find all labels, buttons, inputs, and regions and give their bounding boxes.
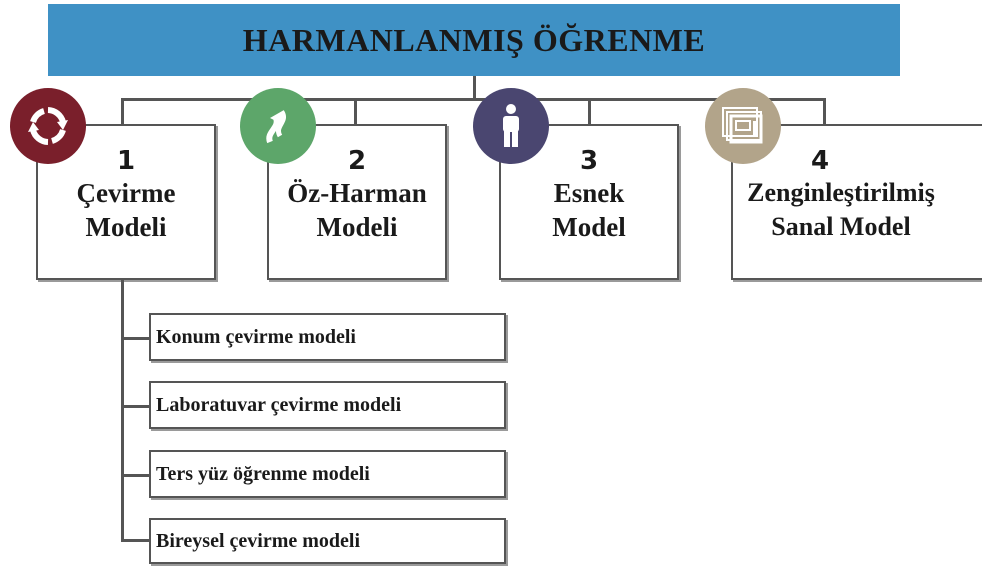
sub-model-box: Bireysel çevirme modeli (149, 518, 506, 564)
tree-trunk-line (121, 280, 124, 541)
model-card-4: 4 Zenginleştirilmiş Sanal Model (731, 124, 982, 280)
stacked-screens-icon (722, 107, 763, 144)
tree-branch-line (121, 539, 149, 542)
connector-line (588, 98, 591, 124)
model-number: 3 (579, 146, 599, 176)
model-1-icon-circle (10, 88, 86, 164)
sub-model-label: Konum çevirme modeli (156, 325, 356, 348)
model-label: Öz-Harman Modeli (287, 178, 427, 242)
connector-line (121, 98, 124, 124)
model-4-icon-circle (705, 88, 781, 164)
curved-arrows-icon (266, 110, 286, 144)
sub-model-box: Laboratuvar çevirme modeli (149, 381, 506, 429)
diagram-title: HARMANLANMIŞ ÖĞRENME (48, 4, 900, 76)
sub-model-box: Konum çevirme modeli (149, 313, 506, 361)
model-label: Esnek Model (552, 178, 626, 242)
connector-line (121, 98, 826, 101)
tree-branch-line (121, 405, 149, 408)
tree-branch-line (121, 474, 149, 477)
model-3-icon-circle (473, 88, 549, 164)
sub-model-label: Laboratuvar çevirme modeli (156, 393, 402, 416)
model-number: 2 (347, 146, 367, 176)
model-label: Çevirme Modeli (76, 178, 176, 242)
model-number: 1 (116, 146, 136, 176)
connector-line (823, 98, 826, 124)
sub-model-label: Ters yüz öğrenme modeli (156, 462, 370, 485)
model-2-icon-circle (240, 88, 316, 164)
sub-model-box: Ters yüz öğrenme modeli (149, 450, 506, 498)
connector-line (473, 76, 476, 100)
model-label: Zenginleştirilmiş Sanal Model (747, 178, 935, 241)
model-number: 4 (811, 146, 830, 176)
sub-model-label: Bireysel çevirme modeli (156, 529, 361, 552)
model-card-1: 1 Çevirme Modeli (36, 124, 216, 280)
person-icon (503, 104, 519, 147)
cycle-arrows-icon (28, 107, 68, 145)
connector-line (354, 98, 357, 124)
tree-branch-line (121, 337, 149, 340)
